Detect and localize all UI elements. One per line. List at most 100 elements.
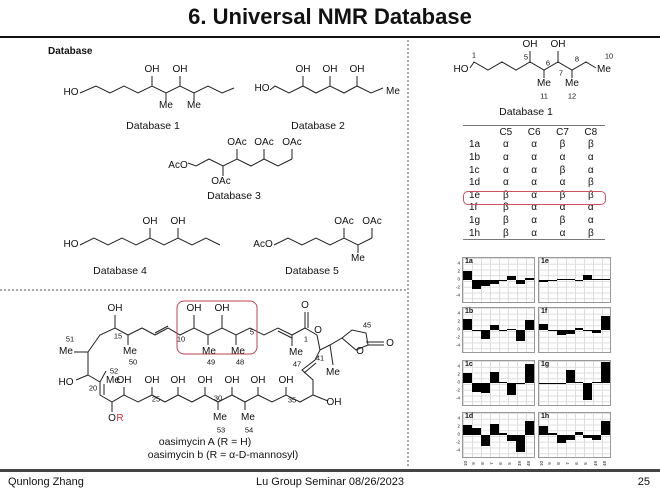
x-tick-label: 7 bbox=[488, 462, 494, 465]
structure-label: Me bbox=[351, 253, 365, 264]
bar-1f-6 bbox=[574, 327, 584, 330]
structure-label: OH bbox=[186, 303, 202, 314]
x-tick-label: 6 bbox=[497, 462, 503, 465]
table-cell: α bbox=[502, 139, 509, 151]
structure-label: 20 bbox=[88, 383, 98, 393]
y-tick-label: -4 bbox=[455, 447, 460, 453]
table-cell: α bbox=[559, 227, 566, 239]
y-tick-label: 4 bbox=[457, 363, 460, 369]
panel-label: 1d bbox=[465, 413, 474, 420]
chart-panel-1a: 1a bbox=[462, 257, 535, 303]
table-cell: α bbox=[531, 151, 538, 163]
bar-1f-5 bbox=[583, 330, 593, 332]
structure-label: Me bbox=[241, 412, 255, 423]
table-cell: 1d bbox=[469, 177, 481, 189]
title-divider bbox=[0, 36, 660, 38]
x-tick-label: 10 bbox=[463, 460, 469, 467]
x-tick-label: 48 bbox=[601, 460, 607, 467]
x-tick-label: 49 bbox=[516, 460, 522, 467]
structure-label: OH bbox=[349, 64, 365, 75]
structure-label: HO bbox=[58, 377, 74, 388]
x-tick-label: 6 bbox=[573, 462, 579, 465]
bar-1e-6 bbox=[574, 280, 584, 281]
x-tick-label: 5 bbox=[582, 462, 588, 465]
table-cell: 1h bbox=[469, 227, 481, 239]
table-cell: C8 bbox=[584, 126, 598, 138]
structure-label: OH bbox=[250, 375, 266, 386]
bar-1d-49 bbox=[516, 435, 526, 452]
structure-label: O bbox=[314, 325, 322, 336]
y-tick-label: -2 bbox=[455, 334, 460, 340]
table-cell: β bbox=[587, 139, 594, 151]
structure-label: 53 bbox=[216, 425, 226, 435]
bar-1h-5 bbox=[583, 435, 593, 438]
bar-1c-10 bbox=[463, 373, 472, 383]
table-cell: β bbox=[587, 189, 594, 201]
structure-label: O bbox=[386, 338, 394, 349]
database-4-bonds bbox=[79, 228, 221, 246]
structure-label: OH bbox=[214, 303, 230, 314]
chart-panel-1g: 1g bbox=[538, 360, 611, 406]
highlight-row-box bbox=[463, 191, 606, 205]
structure-label: Me bbox=[386, 86, 400, 97]
structure-label: R bbox=[116, 413, 124, 424]
table-cell: α bbox=[559, 151, 566, 163]
structure-label: O bbox=[301, 300, 309, 311]
bar-1d-7 bbox=[489, 423, 499, 435]
database-1-bonds bbox=[79, 76, 235, 101]
structure-label: OH bbox=[170, 216, 186, 227]
x-tick-label: 7 bbox=[564, 462, 570, 465]
bar-1e-5 bbox=[583, 275, 593, 280]
y-tick-label: -4 bbox=[455, 395, 460, 401]
table-cell: 1c bbox=[469, 164, 480, 176]
x-tick-label: 48 bbox=[525, 460, 531, 467]
structure-label: OH bbox=[322, 64, 338, 75]
bar-1h-6 bbox=[574, 432, 584, 435]
chart-panel-1c: 1c bbox=[462, 360, 535, 406]
bar-1e-9 bbox=[547, 280, 557, 281]
structure-label: O bbox=[356, 346, 364, 357]
structure-label: OAc bbox=[362, 216, 382, 227]
chart-panel-1e: 1e bbox=[538, 257, 611, 303]
structure-label: 49 bbox=[206, 357, 216, 367]
table-cell: β bbox=[502, 227, 509, 239]
x-tick-label: 8 bbox=[555, 462, 561, 465]
bar-1b-7 bbox=[489, 324, 499, 330]
structure-label: O bbox=[108, 413, 116, 424]
table-cell: β bbox=[502, 202, 509, 214]
structure-label: 1 bbox=[303, 334, 309, 344]
structure-label: OH bbox=[116, 375, 132, 386]
table-cell: α bbox=[559, 177, 566, 189]
structure-label: Me bbox=[231, 346, 245, 357]
table-cell: 1g bbox=[469, 214, 481, 226]
structure-label: OAc bbox=[227, 137, 247, 148]
table-cell: β bbox=[502, 214, 509, 226]
structure-label: Me bbox=[159, 100, 173, 111]
panel-label: 1h bbox=[541, 413, 550, 420]
x-tick-label: 10 bbox=[539, 460, 545, 467]
structure-label: OH bbox=[197, 375, 213, 386]
bar-1f-10 bbox=[539, 324, 548, 330]
table-cell: α bbox=[502, 164, 509, 176]
table-cell: α bbox=[531, 227, 538, 239]
bar-1c-9 bbox=[471, 383, 481, 392]
bar-1g-6 bbox=[574, 382, 584, 383]
y-tick-label: 2 bbox=[457, 371, 460, 377]
database-1-caption: Database 1 bbox=[126, 119, 180, 132]
x-tick-label: 9 bbox=[547, 462, 553, 465]
slide-title: 6. Universal NMR Database bbox=[188, 4, 472, 29]
structure-label: OH bbox=[107, 303, 123, 314]
bar-1b-49 bbox=[516, 330, 526, 342]
bar-1h-9 bbox=[547, 433, 557, 435]
table-cell: C7 bbox=[556, 126, 569, 138]
x-tick-label: 5 bbox=[506, 462, 512, 465]
chart-panel-1h: 1h bbox=[538, 412, 611, 458]
table-cell: α bbox=[531, 202, 538, 214]
database-2-bonds bbox=[269, 76, 384, 94]
